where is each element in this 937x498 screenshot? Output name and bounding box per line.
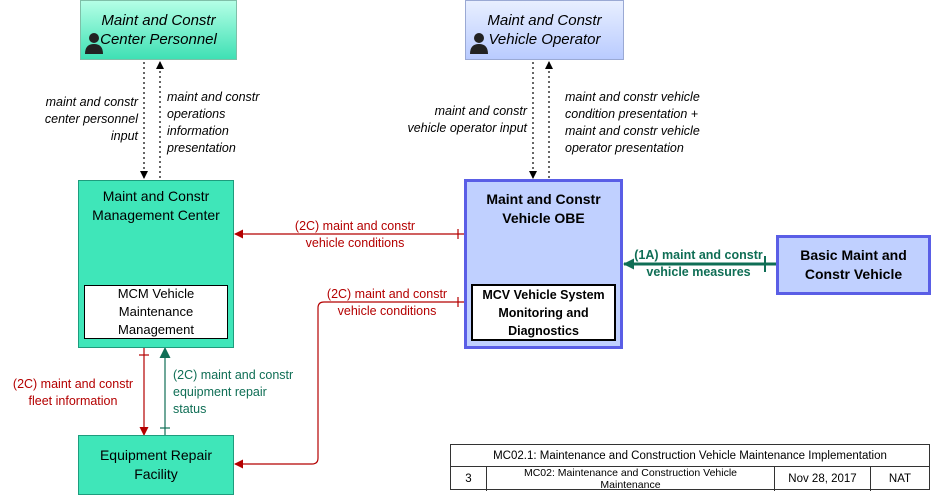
flow-ops-info-label: maint and constr operations information …: [167, 90, 260, 155]
element-basic-vehicle: Basic Maint and Constr Vehicle: [776, 235, 931, 295]
terminator-vehicle-operator: Maint and Constr Vehicle Operator: [465, 0, 624, 60]
info-table-number: 3: [451, 467, 487, 491]
info-table-title: MC02.1: Maintenance and Construction Veh…: [451, 445, 929, 467]
element-mcv-subsystem: MCV Vehicle System Monitoring and Diagno…: [471, 284, 616, 341]
terminator-vehicle-operator-label: Maint and Constr Vehicle Operator: [487, 12, 602, 48]
terminator-center-personnel: Maint and Constr Center Personnel: [80, 0, 237, 60]
person-icon: [85, 33, 103, 54]
person-icon: [470, 33, 488, 54]
flow-vehicle-conditions-2-label: (2C) maint and constr vehicle conditions: [326, 287, 448, 318]
element-basic-vehicle-label: Basic Maint and Constr Vehicle: [800, 247, 907, 282]
flow-vehicle-measures-label: (1A) maint and constr vehicle measures: [634, 248, 763, 279]
info-table: MC02.1: Maintenance and Construction Veh…: [450, 444, 930, 491]
info-table-org: NAT: [888, 473, 912, 485]
flow-vehicle-presentation-label: maint and constr vehicle condition prese…: [565, 90, 700, 155]
element-equipment-repair: Equipment Repair Facility: [78, 435, 234, 495]
flow-vehicle-conditions-1-label: (2C) maint and constr vehicle conditions: [294, 219, 416, 250]
element-mcv-obe-label: Maint and Constr Vehicle OBE: [486, 191, 601, 226]
flow-vehicle-conditions-2-line: [234, 301, 465, 469]
info-table-package: MC02: Maintenance and Construction Vehic…: [487, 467, 775, 491]
flow-operator-input-label: maint and constr vehicle operator input: [407, 104, 527, 135]
terminator-center-personnel-label: Maint and Constr Center Personnel: [100, 12, 217, 48]
flow-repair-status-label: (2C) maint and constr equipment repair s…: [173, 368, 294, 416]
flow-personnel-input-label: maint and constr center personnel input: [44, 95, 138, 143]
element-equipment-repair-label: Equipment Repair Facility: [99, 447, 213, 482]
element-mcm-center-label: Maint and Constr Management Center: [92, 188, 220, 223]
flow-fleet-info-label: (2C) maint and constr fleet information: [12, 377, 134, 408]
info-table-date: Nov 28, 2017: [775, 467, 871, 491]
element-mcm-subsystem: MCM Vehicle Maintenance Management: [84, 285, 228, 339]
